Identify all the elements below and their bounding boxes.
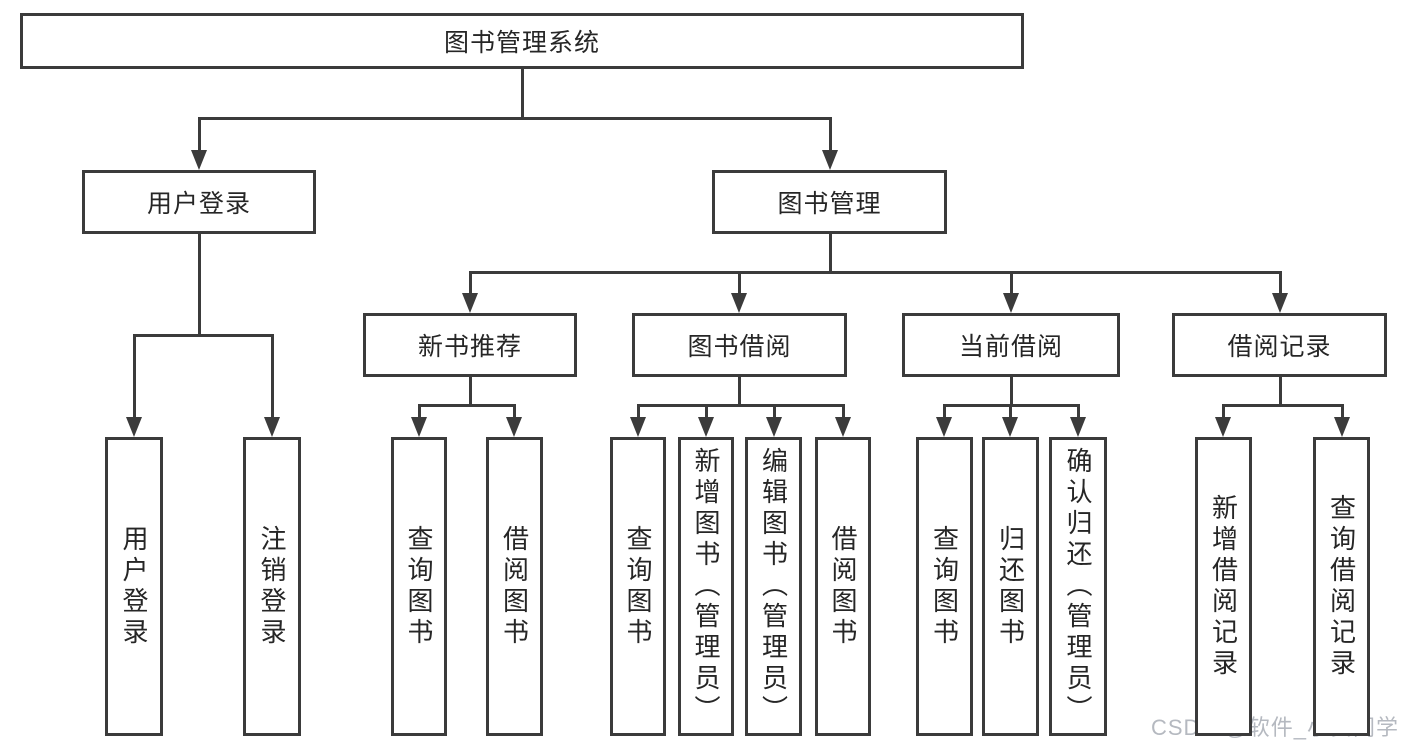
node-leaf-query-book-b: 查询图书 bbox=[610, 437, 666, 736]
node-leaf-borrow-book-a: 借阅图书 bbox=[486, 437, 543, 736]
arrowhead-icon bbox=[126, 417, 142, 437]
arrowhead-icon bbox=[1215, 417, 1231, 437]
arrowhead-icon bbox=[835, 417, 851, 437]
node-borrow-records: 借阅记录 bbox=[1172, 313, 1387, 377]
connector-line bbox=[737, 272, 741, 296]
connector-line bbox=[197, 118, 201, 152]
connector-line bbox=[270, 335, 274, 419]
node-leaf-query-book-a: 查询图书 bbox=[391, 437, 447, 736]
node-leaf-logout: 注销登录 bbox=[243, 437, 301, 736]
connector-line bbox=[828, 234, 832, 272]
node-leaf-add-borrow-record: 新增借阅记录 bbox=[1195, 437, 1252, 736]
arrowhead-icon bbox=[1272, 293, 1288, 313]
node-leaf-add-book: 新增图书（管理员） bbox=[678, 437, 734, 736]
node-book-management: 图书管理 bbox=[712, 170, 947, 234]
connector-line bbox=[1278, 272, 1282, 296]
connector-line bbox=[197, 116, 832, 120]
node-leaf-borrow-book-b: 借阅图书 bbox=[815, 437, 871, 736]
arrowhead-icon bbox=[731, 293, 747, 313]
arrowhead-icon bbox=[462, 293, 478, 313]
connector-line bbox=[1008, 405, 1012, 420]
connector-line bbox=[512, 405, 516, 420]
connector-line bbox=[1221, 403, 1344, 407]
arrowhead-icon bbox=[506, 417, 522, 437]
node-leaf-query-book-c: 查询图书 bbox=[916, 437, 973, 736]
arrowhead-icon bbox=[766, 417, 782, 437]
arrowhead-icon bbox=[264, 417, 280, 437]
connector-line bbox=[1009, 272, 1013, 296]
connector-line bbox=[132, 333, 274, 337]
connector-line bbox=[772, 405, 776, 420]
arrowhead-icon bbox=[822, 150, 838, 170]
node-root: 图书管理系统 bbox=[20, 13, 1024, 69]
node-leaf-edit-book: 编辑图书（管理员） bbox=[745, 437, 802, 736]
node-leaf-return-book: 归还图书 bbox=[982, 437, 1039, 736]
arrowhead-icon bbox=[698, 417, 714, 437]
connector-line bbox=[132, 335, 136, 419]
node-current-borrow: 当前借阅 bbox=[902, 313, 1120, 377]
connector-line bbox=[1009, 377, 1013, 405]
arrowhead-icon bbox=[1003, 293, 1019, 313]
connector-line bbox=[1340, 405, 1344, 420]
arrowhead-icon bbox=[1002, 417, 1018, 437]
connector-line bbox=[1278, 377, 1282, 405]
connector-line bbox=[417, 403, 516, 407]
connector-line bbox=[841, 405, 845, 420]
connector-line bbox=[468, 272, 472, 296]
arrowhead-icon bbox=[191, 150, 207, 170]
node-user-login: 用户登录 bbox=[82, 170, 316, 234]
connector-line bbox=[417, 405, 421, 420]
arrowhead-icon bbox=[1334, 417, 1350, 437]
connector-line bbox=[468, 270, 1282, 274]
node-book-borrow: 图书借阅 bbox=[632, 313, 847, 377]
connector-line bbox=[1221, 405, 1225, 420]
arrowhead-icon bbox=[1070, 417, 1086, 437]
node-new-book-recommend: 新书推荐 bbox=[363, 313, 577, 377]
connector-line bbox=[197, 234, 201, 335]
connector-line bbox=[636, 405, 640, 420]
connector-line bbox=[1076, 405, 1080, 420]
node-leaf-confirm-return: 确认归还（管理员） bbox=[1049, 437, 1107, 736]
connector-line bbox=[828, 118, 832, 152]
connector-line bbox=[520, 69, 524, 118]
arrowhead-icon bbox=[936, 417, 952, 437]
arrowhead-icon bbox=[630, 417, 646, 437]
node-leaf-user-login: 用户登录 bbox=[105, 437, 163, 736]
connector-line bbox=[942, 405, 946, 420]
arrowhead-icon bbox=[411, 417, 427, 437]
connector-line bbox=[704, 405, 708, 420]
connector-line bbox=[737, 377, 741, 405]
connector-line bbox=[468, 377, 472, 405]
node-leaf-query-borrow-record: 查询借阅记录 bbox=[1313, 437, 1370, 736]
connector-line bbox=[636, 403, 845, 407]
